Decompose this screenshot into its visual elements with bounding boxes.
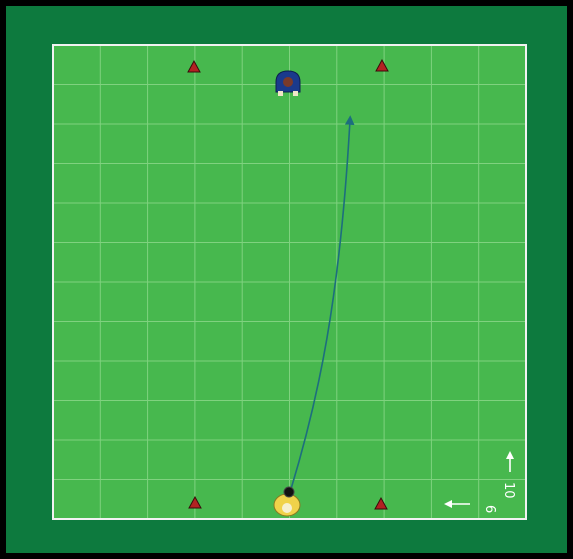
scale-length-label: 10: [501, 482, 516, 499]
goalkeeper-icon: [276, 71, 300, 96]
ball-icon: [284, 487, 294, 497]
scale-width-label: 6: [482, 505, 497, 513]
attacker-icon: [274, 494, 300, 516]
